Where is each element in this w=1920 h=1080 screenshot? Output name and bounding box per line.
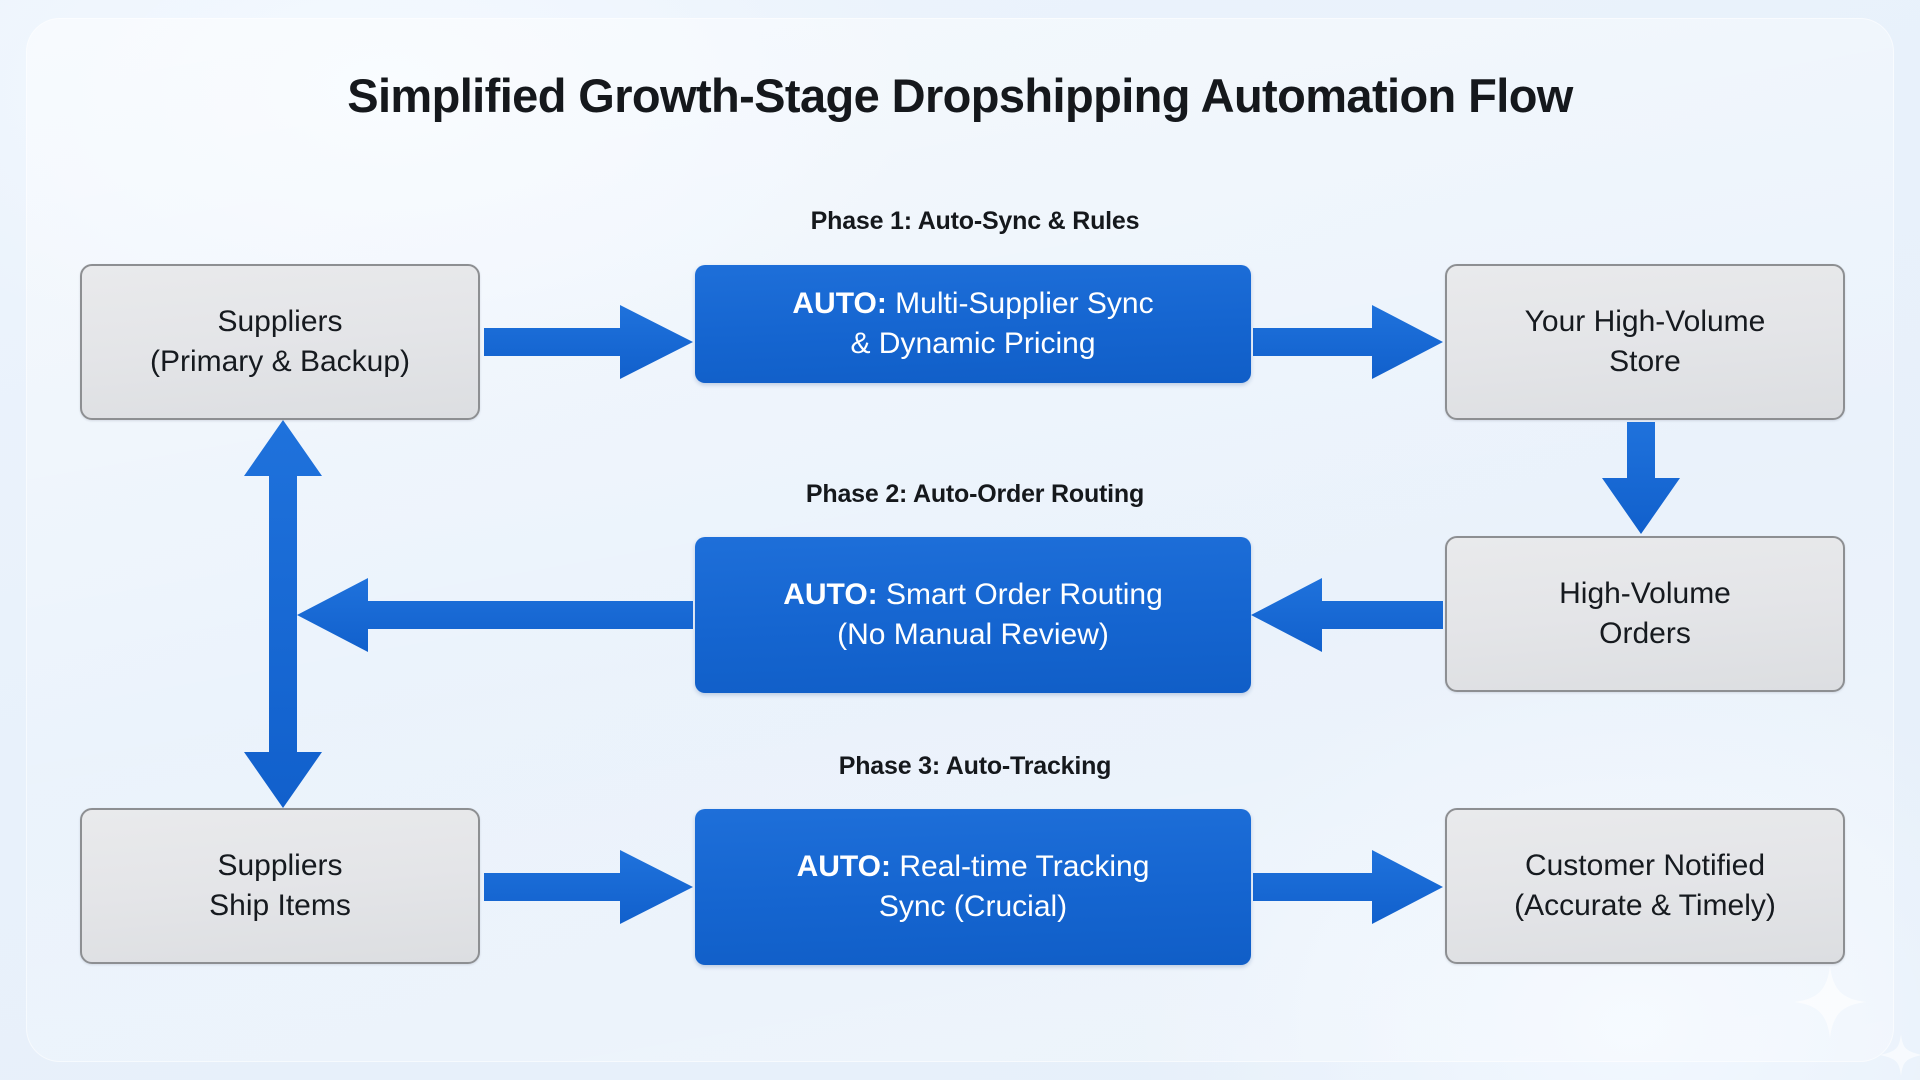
phase-1-label: Phase 1: Auto-Sync & Rules bbox=[810, 207, 1140, 235]
node-ship-line2: Ship Items bbox=[209, 889, 351, 922]
auto-box-phase-3-line1: AUTO: Real-time Tracking bbox=[797, 847, 1150, 887]
arrow-auto2-to-suppliers bbox=[297, 578, 693, 652]
node-customer-notified[interactable]: Customer Notified (Accurate & Timely) bbox=[1445, 808, 1845, 964]
page-title: Simplified Growth-Stage Dropshipping Aut… bbox=[347, 69, 1573, 122]
node-ship-line1: Suppliers bbox=[217, 849, 343, 883]
arrow-suppliers-ship-link bbox=[244, 420, 322, 808]
auto-text-1: Multi-Supplier Sync bbox=[886, 287, 1154, 321]
auto-tag-1: AUTO: bbox=[792, 287, 887, 321]
node-suppliers[interactable]: Suppliers (Primary & Backup) bbox=[80, 264, 480, 420]
arrow-orders-to-auto2 bbox=[1251, 578, 1443, 652]
node-your-high-volume-store[interactable]: Your High-Volume Store bbox=[1445, 264, 1845, 420]
auto-box-phase-2[interactable]: AUTO: Smart Order Routing (No Manual Rev… bbox=[695, 537, 1251, 693]
arrow-auto1-to-store bbox=[1253, 305, 1443, 379]
node-suppliers-ship-items[interactable]: Suppliers Ship Items bbox=[80, 808, 480, 964]
auto-box-phase-1[interactable]: AUTO: Multi-Supplier Sync & Dynamic Pric… bbox=[695, 265, 1251, 383]
node-store-line2: Store bbox=[1609, 345, 1681, 378]
auto-box-phase-2-line2: (No Manual Review) bbox=[837, 618, 1109, 651]
auto-box-phase-1-line1: AUTO: Multi-Supplier Sync bbox=[792, 284, 1153, 324]
node-store-line1: Your High-Volume bbox=[1524, 305, 1766, 339]
arrow-ship-to-auto3 bbox=[484, 850, 693, 924]
arrow-store-to-orders bbox=[1602, 422, 1680, 534]
node-high-volume-orders[interactable]: High-Volume Orders bbox=[1445, 536, 1845, 692]
auto-box-phase-3[interactable]: AUTO: Real-time Tracking Sync (Crucial) bbox=[695, 809, 1251, 965]
auto-tag-3: AUTO: bbox=[796, 850, 892, 884]
auto-text-3: Real-time Tracking bbox=[891, 850, 1150, 884]
auto-box-phase-2-line1: AUTO: Smart Order Routing bbox=[783, 575, 1163, 615]
node-customer-line1: Customer Notified bbox=[1524, 849, 1766, 883]
node-suppliers-line2: (Primary & Backup) bbox=[149, 345, 411, 378]
phase-3-label: Phase 3: Auto-Tracking bbox=[838, 752, 1112, 780]
arrow-suppliers-to-auto1 bbox=[484, 305, 693, 379]
sparkle-icon-large bbox=[1794, 966, 1866, 1038]
sparkle-icon-small bbox=[1880, 1034, 1920, 1076]
node-suppliers-line1: Suppliers bbox=[217, 305, 343, 339]
auto-box-phase-3-line2: Sync (Crucial) bbox=[878, 890, 1068, 923]
phase-2-label: Phase 2: Auto-Order Routing bbox=[805, 480, 1145, 508]
auto-text-2: Smart Order Routing bbox=[877, 578, 1163, 612]
auto-box-phase-1-line2: & Dynamic Pricing bbox=[850, 327, 1096, 360]
node-orders-line2: Orders bbox=[1599, 617, 1691, 650]
node-orders-line1: High-Volume bbox=[1559, 577, 1731, 611]
auto-tag-2: AUTO: bbox=[783, 578, 878, 612]
arrow-auto3-to-customer bbox=[1253, 850, 1443, 924]
node-customer-line2: (Accurate & Timely) bbox=[1514, 889, 1776, 922]
